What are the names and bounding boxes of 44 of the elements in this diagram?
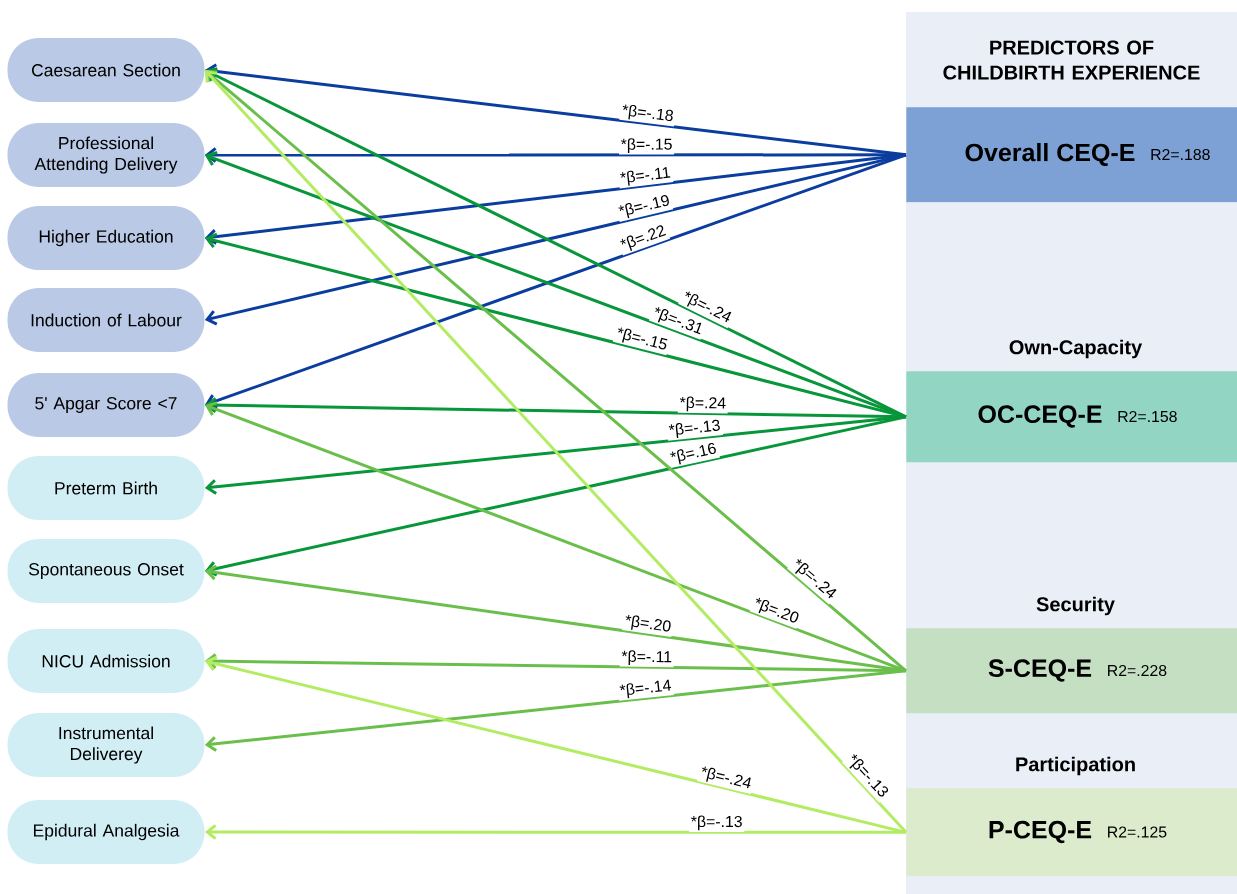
outcome-box: S-CEQ-E R2=.228 xyxy=(906,628,1237,714)
edge-label: *β=-.13 xyxy=(689,813,745,832)
box-heading: Security xyxy=(1036,596,1115,616)
edge-label: *β=.16 xyxy=(667,439,720,469)
edge-label: *β=-.19 xyxy=(615,191,674,222)
edge-label: *β=-.15 xyxy=(619,136,675,155)
arrow xyxy=(204,70,908,834)
predictor-pill: Spontaneous Onset xyxy=(7,539,205,603)
predictor-pill: Preterm Birth xyxy=(7,456,205,520)
arrow xyxy=(204,415,907,495)
predictor-pill: Induction of Labour xyxy=(7,288,205,352)
box-heading: Own-Capacity xyxy=(1009,339,1143,359)
panel-title: PREDICTORS OF CHILDBIRTH EXPERIENCE xyxy=(943,40,1200,80)
arrow xyxy=(204,397,907,419)
edge-label: *β=.24 xyxy=(677,394,728,414)
edge-label: *β=.20 xyxy=(621,612,674,638)
outcome-box: Overall CEQ-E R2=.188 xyxy=(906,107,1237,203)
edge-label: *β=.22 xyxy=(616,221,670,256)
predictor-pill: 5' Apgar Score <7 xyxy=(7,373,205,437)
edge-label: *β=.20 xyxy=(749,594,803,629)
edge-label: *β=-.13 xyxy=(666,417,724,441)
outcome-box: OC-CEQ-E R2=.158 xyxy=(906,371,1237,463)
predictor-pill: Instrumental Deliverey xyxy=(7,713,205,777)
edge-label: *β=-.18 xyxy=(619,101,677,127)
arrow xyxy=(204,655,907,834)
arrow xyxy=(204,415,907,577)
edge-label: *β=-.24 xyxy=(697,763,755,794)
edge-label: *β=-.14 xyxy=(617,677,674,701)
predictor-pill: Caesarean Section xyxy=(7,38,205,102)
predictor-pill: NICU Admission xyxy=(7,629,205,693)
predictor-pill: Higher Education xyxy=(7,206,205,270)
arrow xyxy=(204,153,907,245)
edge-label: *β=-.11 xyxy=(617,164,674,189)
edge-label: *β=-.11 xyxy=(619,648,674,668)
predictor-pill: Epidural Analgesia xyxy=(7,800,205,864)
arrow xyxy=(204,401,907,673)
predictor-pill: Professional Attending Delivery xyxy=(7,123,205,187)
arrow xyxy=(204,147,906,163)
arrow xyxy=(204,669,907,752)
arrow xyxy=(204,67,907,419)
arrow xyxy=(204,824,906,840)
outcome-box: P-CEQ-E R2=.125 xyxy=(906,788,1237,877)
arrow xyxy=(204,653,907,673)
box-heading: Participation xyxy=(1016,756,1135,776)
